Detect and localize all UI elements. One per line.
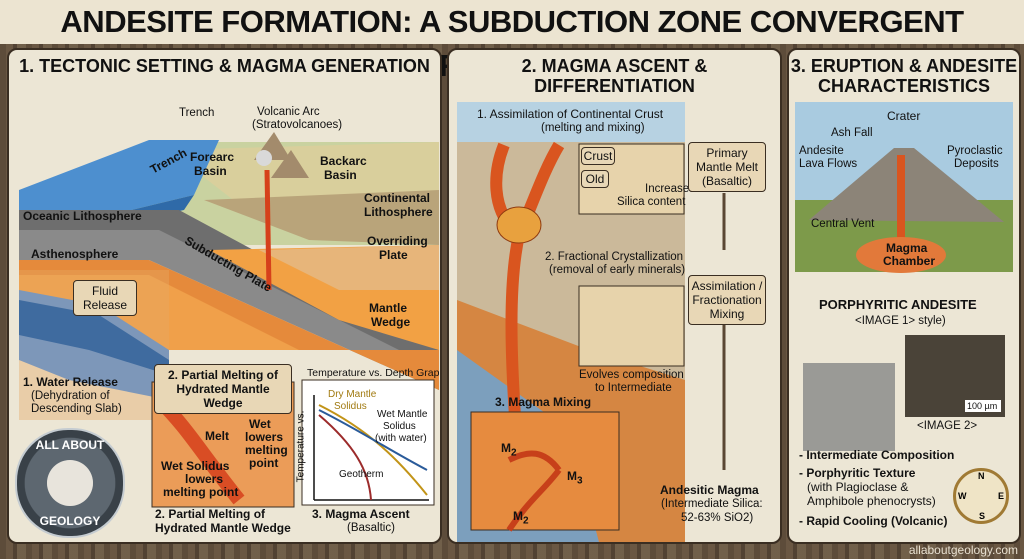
graph-title: Temperature vs. Depth Graph: [307, 367, 442, 379]
panel2-title: 2. MAGMA ASCENT &DIFFERENTIATION: [521, 56, 708, 96]
compass-icon: N S E W: [953, 468, 1009, 524]
label-crater: Crater: [887, 109, 921, 123]
label-oceanic-lithosphere: Oceanic Lithosphere: [23, 209, 142, 223]
label-wet-solidus-lowers: lowers: [185, 472, 224, 486]
bullet-intermediate: - Intermediate Composition: [799, 448, 955, 462]
label-pyroclastic: Pyroclastic: [947, 145, 1003, 157]
magma-ascent-diagram: [457, 102, 726, 542]
label-wet-melting: melting: [245, 443, 288, 457]
bullet-amphibole: Amphibole phenocrysts): [807, 494, 936, 508]
label-wet-lowers: lowers: [245, 430, 284, 444]
all-about-geology-logo: ALL ABOUT GEOLOGY: [15, 428, 125, 538]
label-scale-bar: 100 µm: [967, 401, 998, 411]
label-image1-style: <IMAGE 1> style): [855, 315, 946, 327]
label-dehydration: (Dehydration of: [31, 390, 110, 402]
label-silica-range: 52-63% SiO2): [681, 512, 754, 524]
label-descending-slab: Descending Slab): [31, 403, 122, 415]
panel-tectonic-setting: 1. TECTONIC SETTING & MAGMA GENERATION: [7, 48, 442, 544]
label-continental: Continental: [364, 191, 430, 205]
label-m2-top: M2: [501, 441, 517, 459]
graph-axis-label: Temperature vs.: [295, 410, 307, 483]
page-title: ANDESITE FORMATION: A SUBDUCTION ZONE CO…: [0, 0, 1024, 83]
label-mantle: Mantle: [369, 301, 408, 315]
label-intermediate-silica: (Intermediate Silica:: [661, 498, 763, 510]
label-crust: Crust: [581, 147, 615, 165]
volcano-diagram: [795, 102, 1013, 451]
label-image2: <IMAGE 2>: [917, 420, 978, 432]
label-wet-solidus: Wet Solidus: [161, 459, 230, 473]
label-dry-mantle: Dry Mantle: [328, 389, 377, 400]
label-silica-content: Silica content: [617, 196, 686, 208]
label-m2-bottom: M2: [513, 509, 529, 527]
label-lava-flows: Lava Flows: [799, 158, 858, 170]
label-wet-solidus-melting: melting point: [163, 485, 239, 499]
label-backarc-basin: Basin: [324, 168, 357, 182]
label-partial-melting-bottom: 2. Partial Melting of: [155, 507, 266, 521]
label-dry-solidus: Solidus: [334, 401, 367, 412]
label-wet: Wet: [249, 417, 271, 431]
label-andesitic-magma: Andesitic Magma: [660, 483, 759, 497]
label-m3: M3: [567, 469, 583, 487]
label-with-water: (with water): [375, 433, 427, 444]
label-asthenosphere: Asthenosphere: [31, 247, 119, 261]
label-increases: Increases: [645, 183, 695, 195]
label-central-vent: Central Vent: [811, 218, 875, 230]
label-mantle-wedge: Wedge: [371, 315, 411, 329]
label-wet-mantle-solidus: Solidus: [383, 421, 416, 432]
bullet-rapid-cooling: - Rapid Cooling (Volcanic): [799, 514, 948, 528]
bullet-plagioclase: (with Plagioclase &: [807, 480, 909, 494]
label-backarc: Backarc: [320, 154, 367, 168]
label-to-intermediate: to Intermediate: [595, 382, 672, 394]
label-melting-mixing: (melting and mixing): [541, 122, 645, 134]
label-porphyritic-andesite: PORPHYRITIC ANDESITE: [819, 297, 977, 312]
label-magma-mixing: 3. Magma Mixing: [495, 395, 592, 409]
panel-magma-ascent: 2. MAGMA ASCENT &DIFFERENTIATION 1. Assi…: [447, 48, 782, 544]
label-overriding: Overriding: [367, 234, 428, 248]
label-continental-lithosphere: Lithosphere: [364, 205, 433, 219]
panel1-title: 1. TECTONIC SETTING & MAGMA GENERATION: [19, 56, 430, 76]
footer-url: allaboutgeology.com: [908, 543, 1018, 557]
label-trench: Trench: [179, 107, 215, 119]
label-assimilation: 1. Assimilation of Continental Crust: [477, 107, 664, 121]
bullet-porphyritic: - Porphyritic Texture: [799, 466, 916, 480]
label-chamber: Chamber: [883, 254, 936, 268]
label-stratovolcanoes: (Stratovolcanoes): [252, 119, 343, 131]
label-fractional-crystallization: 2. Fractional Crystallization: [545, 251, 684, 263]
label-melt: Melt: [205, 429, 229, 443]
label-evolves-composition: Evolves composition: [579, 369, 684, 381]
label-magma: Magma: [886, 241, 928, 255]
label-wet-mantle: Wet Mantle: [377, 409, 428, 420]
label-old: Old: [581, 170, 609, 188]
label-water-release: 1. Water Release: [23, 375, 118, 389]
label-magma-ascent-basaltic: (Basaltic): [347, 522, 395, 534]
label-wet-point: point: [249, 456, 279, 470]
label-volcanic-arc: Volcanic Arc: [257, 106, 320, 118]
label-forearc: Forearc: [190, 150, 235, 164]
label-geotherm: Geotherm: [339, 469, 384, 480]
label-partial-melting-bottom-2: Hydrated Mantle Wedge: [155, 521, 291, 535]
label-ash-fall: Ash Fall: [831, 127, 873, 139]
label-deposits: Deposits: [954, 158, 999, 170]
label-forearc-basin: Basin: [194, 164, 227, 178]
label-magma-ascent: 3. Magma Ascent: [312, 507, 410, 521]
label-removal-minerals: (removal of early minerals): [549, 264, 686, 276]
label-andesite: Andesite: [799, 145, 844, 157]
label-overriding-plate: Plate: [379, 248, 408, 262]
